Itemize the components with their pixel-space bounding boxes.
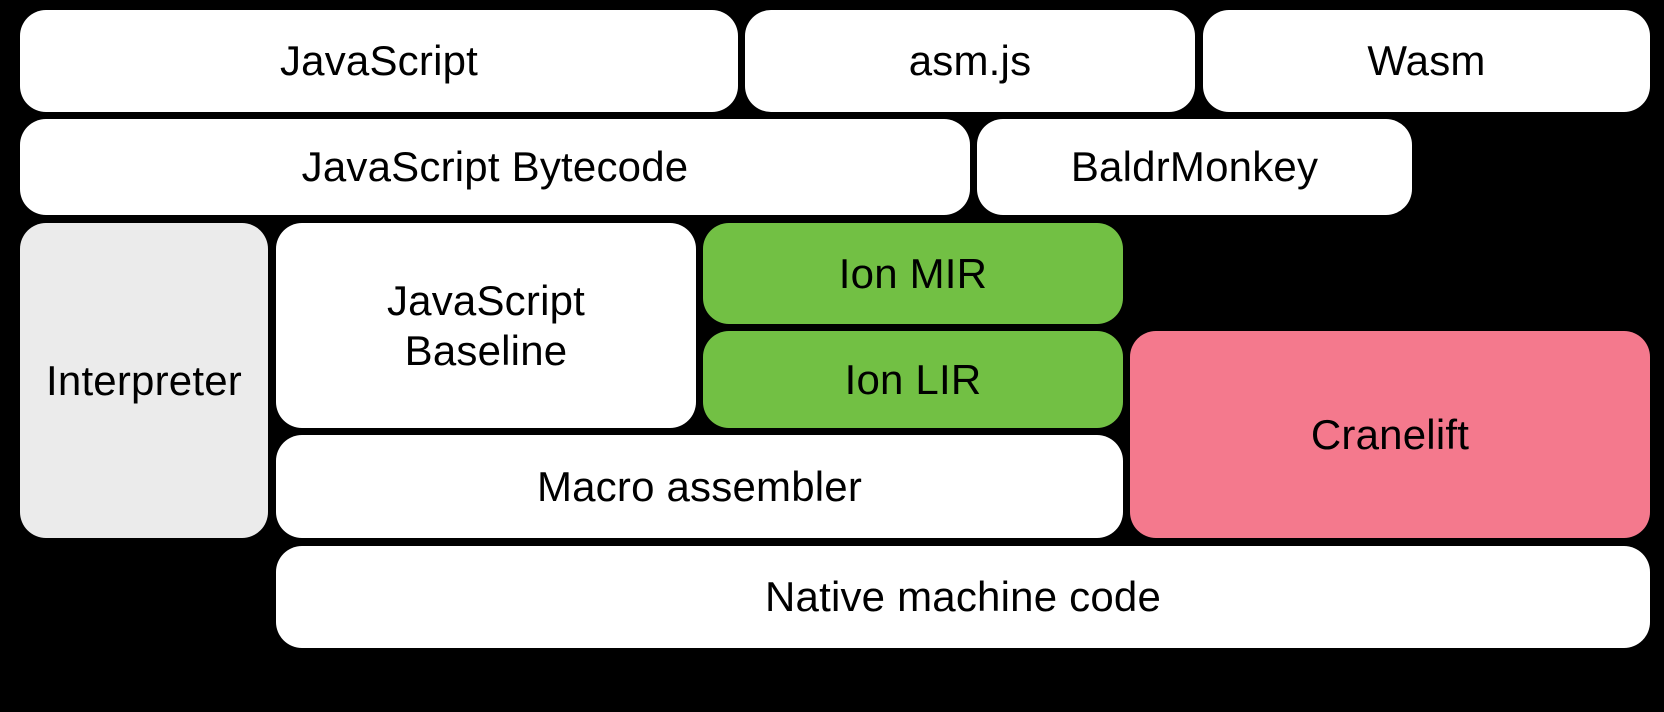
node-javascript: JavaScript (20, 10, 738, 112)
node-label-ion-lir: Ion LIR (844, 355, 982, 403)
node-label-baldrmonkey: BaldrMonkey (1070, 143, 1319, 191)
node-javascript-bytecode: JavaScript Bytecode (20, 119, 970, 215)
node-label-cranelift: Cranelift (1310, 410, 1470, 458)
node-ion-lir: Ion LIR (703, 331, 1123, 428)
node-label-macro-assembler: Macro assembler (536, 462, 863, 510)
node-asmjs: asm.js (745, 10, 1195, 112)
node-ion-mir: Ion MIR (703, 223, 1123, 324)
node-label-interpreter: Interpreter (46, 356, 242, 404)
node-baldrmonkey: BaldrMonkey (977, 119, 1412, 215)
node-label-javascript-baseline: JavaScript Baseline (386, 276, 586, 374)
node-native-machine-code: Native machine code (276, 546, 1650, 648)
node-label-javascript-bytecode: JavaScript Bytecode (301, 143, 689, 191)
node-cranelift: Cranelift (1130, 331, 1650, 538)
node-label-native-machine-code: Native machine code (764, 573, 1161, 621)
node-label-wasm: Wasm (1367, 37, 1486, 85)
node-label-ion-mir: Ion MIR (838, 249, 988, 297)
node-label-asmjs: asm.js (908, 37, 1032, 85)
node-interpreter: Interpreter (20, 223, 268, 538)
node-macro-assembler: Macro assembler (276, 435, 1123, 538)
node-wasm: Wasm (1203, 10, 1650, 112)
node-javascript-baseline: JavaScript Baseline (276, 223, 696, 428)
node-label-javascript: JavaScript (279, 37, 479, 85)
